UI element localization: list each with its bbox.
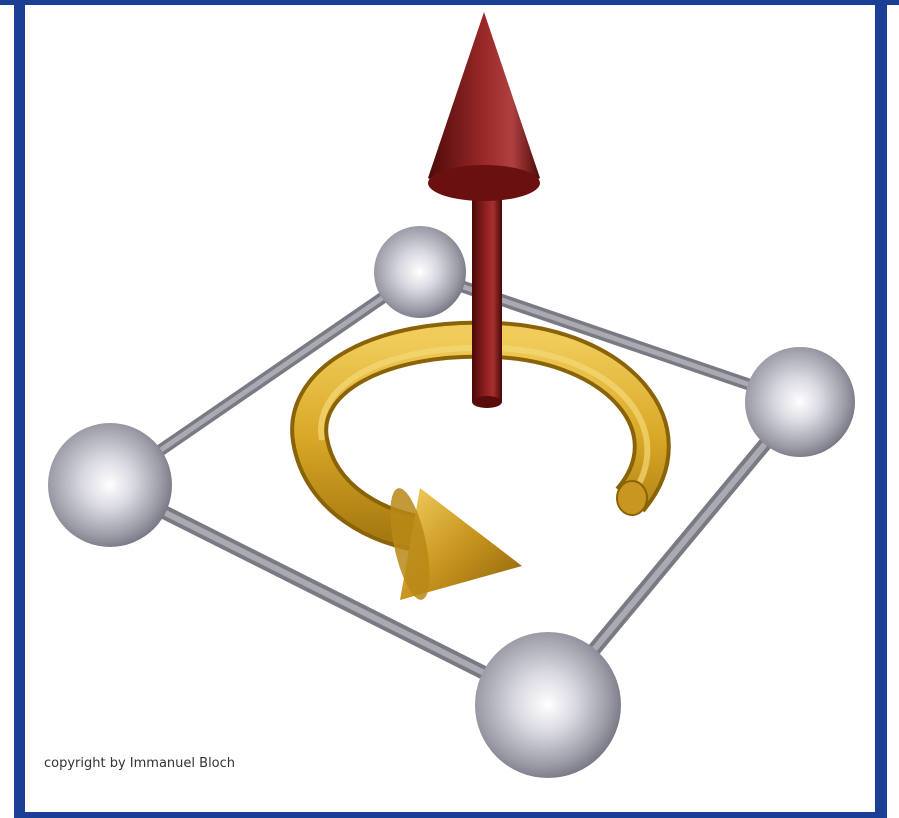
sphere-right [745, 347, 855, 457]
sphere-front [475, 632, 621, 778]
copyright-caption: copyright by Immanuel Bloch [44, 756, 235, 771]
sphere-back [374, 226, 466, 318]
sphere-left [48, 423, 172, 547]
